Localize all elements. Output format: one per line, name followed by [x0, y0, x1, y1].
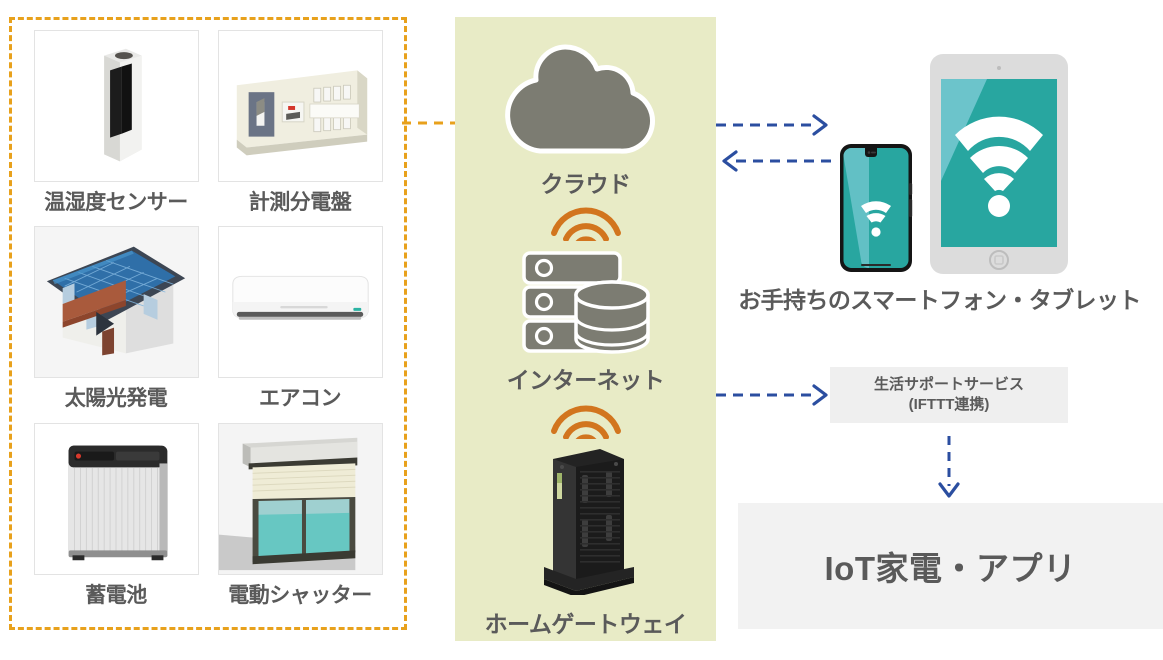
device-label: 蓄電池: [85, 583, 147, 607]
device-label: 電動シャッター: [228, 583, 372, 607]
device-label: 太陽光発電: [64, 387, 168, 411]
home-gateway-icon: [544, 449, 634, 595]
wifi-arcs-icon-top: [550, 207, 621, 241]
life-support-service-box[interactable]: 生活サポートサービス (IFTTT連携): [830, 367, 1068, 423]
ifttt-line-2: (IFTTT連携): [908, 396, 990, 413]
wifi-icon: [861, 201, 891, 237]
internet-label: インターネット: [506, 367, 665, 393]
connector-mobile-to-cloud: [722, 150, 834, 172]
device-card-storage-battery[interactable]: 蓄電池: [24, 422, 208, 619]
storage-battery-icon: [68, 445, 167, 560]
device-card-electric-shutter[interactable]: 電動シャッター: [208, 422, 392, 619]
electric-shutter-icon: [218, 423, 382, 574]
connector-cloud-to-ifttt: [716, 384, 828, 406]
device-label: エアコン: [259, 387, 342, 411]
device-card-solar-power[interactable]: 太陽光発電: [24, 226, 208, 422]
device-thumb: [33, 30, 199, 182]
tablet-icon[interactable]: [929, 53, 1069, 275]
temperature-humidity-sensor-icon: [103, 48, 142, 162]
device-thumb: [33, 422, 199, 575]
device-label: 計測分電盤: [248, 191, 352, 214]
device-label: 温湿度センサー: [44, 191, 188, 214]
device-grid: 温湿度センサー: [12, 20, 404, 627]
cloud-internet-gateway-panel: クラウド インターネット: [455, 17, 716, 641]
smartphone-icon[interactable]: [839, 143, 913, 273]
measuring-distribution-board-icon: [236, 70, 367, 156]
mobile-devices-label: お手持ちのスマートフォン・タブレット: [738, 287, 1141, 313]
device-thumb: [33, 226, 199, 379]
cloud-icon: [505, 44, 655, 154]
connector-devices-to-cloud: [402, 121, 458, 125]
ifttt-line-1: 生活サポートサービス: [873, 375, 1024, 393]
device-card-temperature-humidity-sensor[interactable]: 温湿度センサー: [24, 30, 208, 226]
iot-appliances-apps-box[interactable]: IoT家電・アプリ: [738, 503, 1163, 629]
device-thumb: [217, 30, 383, 182]
device-thumb: [217, 226, 383, 379]
iot-label: IoT家電・アプリ: [824, 550, 1077, 587]
server-database-icon: [522, 251, 650, 354]
solar-power-house-icon: [34, 227, 198, 378]
device-group-boundary: 温湿度センサー: [9, 17, 407, 630]
air-conditioner-icon: [231, 276, 369, 321]
cloud-label: クラウド: [540, 171, 632, 197]
gateway-label: ホームゲートウェイ: [484, 611, 687, 637]
device-thumb: [217, 422, 383, 575]
connector-ifttt-to-iot: [938, 436, 960, 498]
wifi-icon: [955, 116, 1043, 217]
connector-cloud-to-mobile: [716, 114, 828, 136]
device-card-air-conditioner[interactable]: エアコン: [208, 226, 392, 422]
device-card-measuring-distribution-board[interactable]: 計測分電盤: [208, 30, 392, 226]
wifi-arcs-icon-bottom: [550, 405, 621, 439]
